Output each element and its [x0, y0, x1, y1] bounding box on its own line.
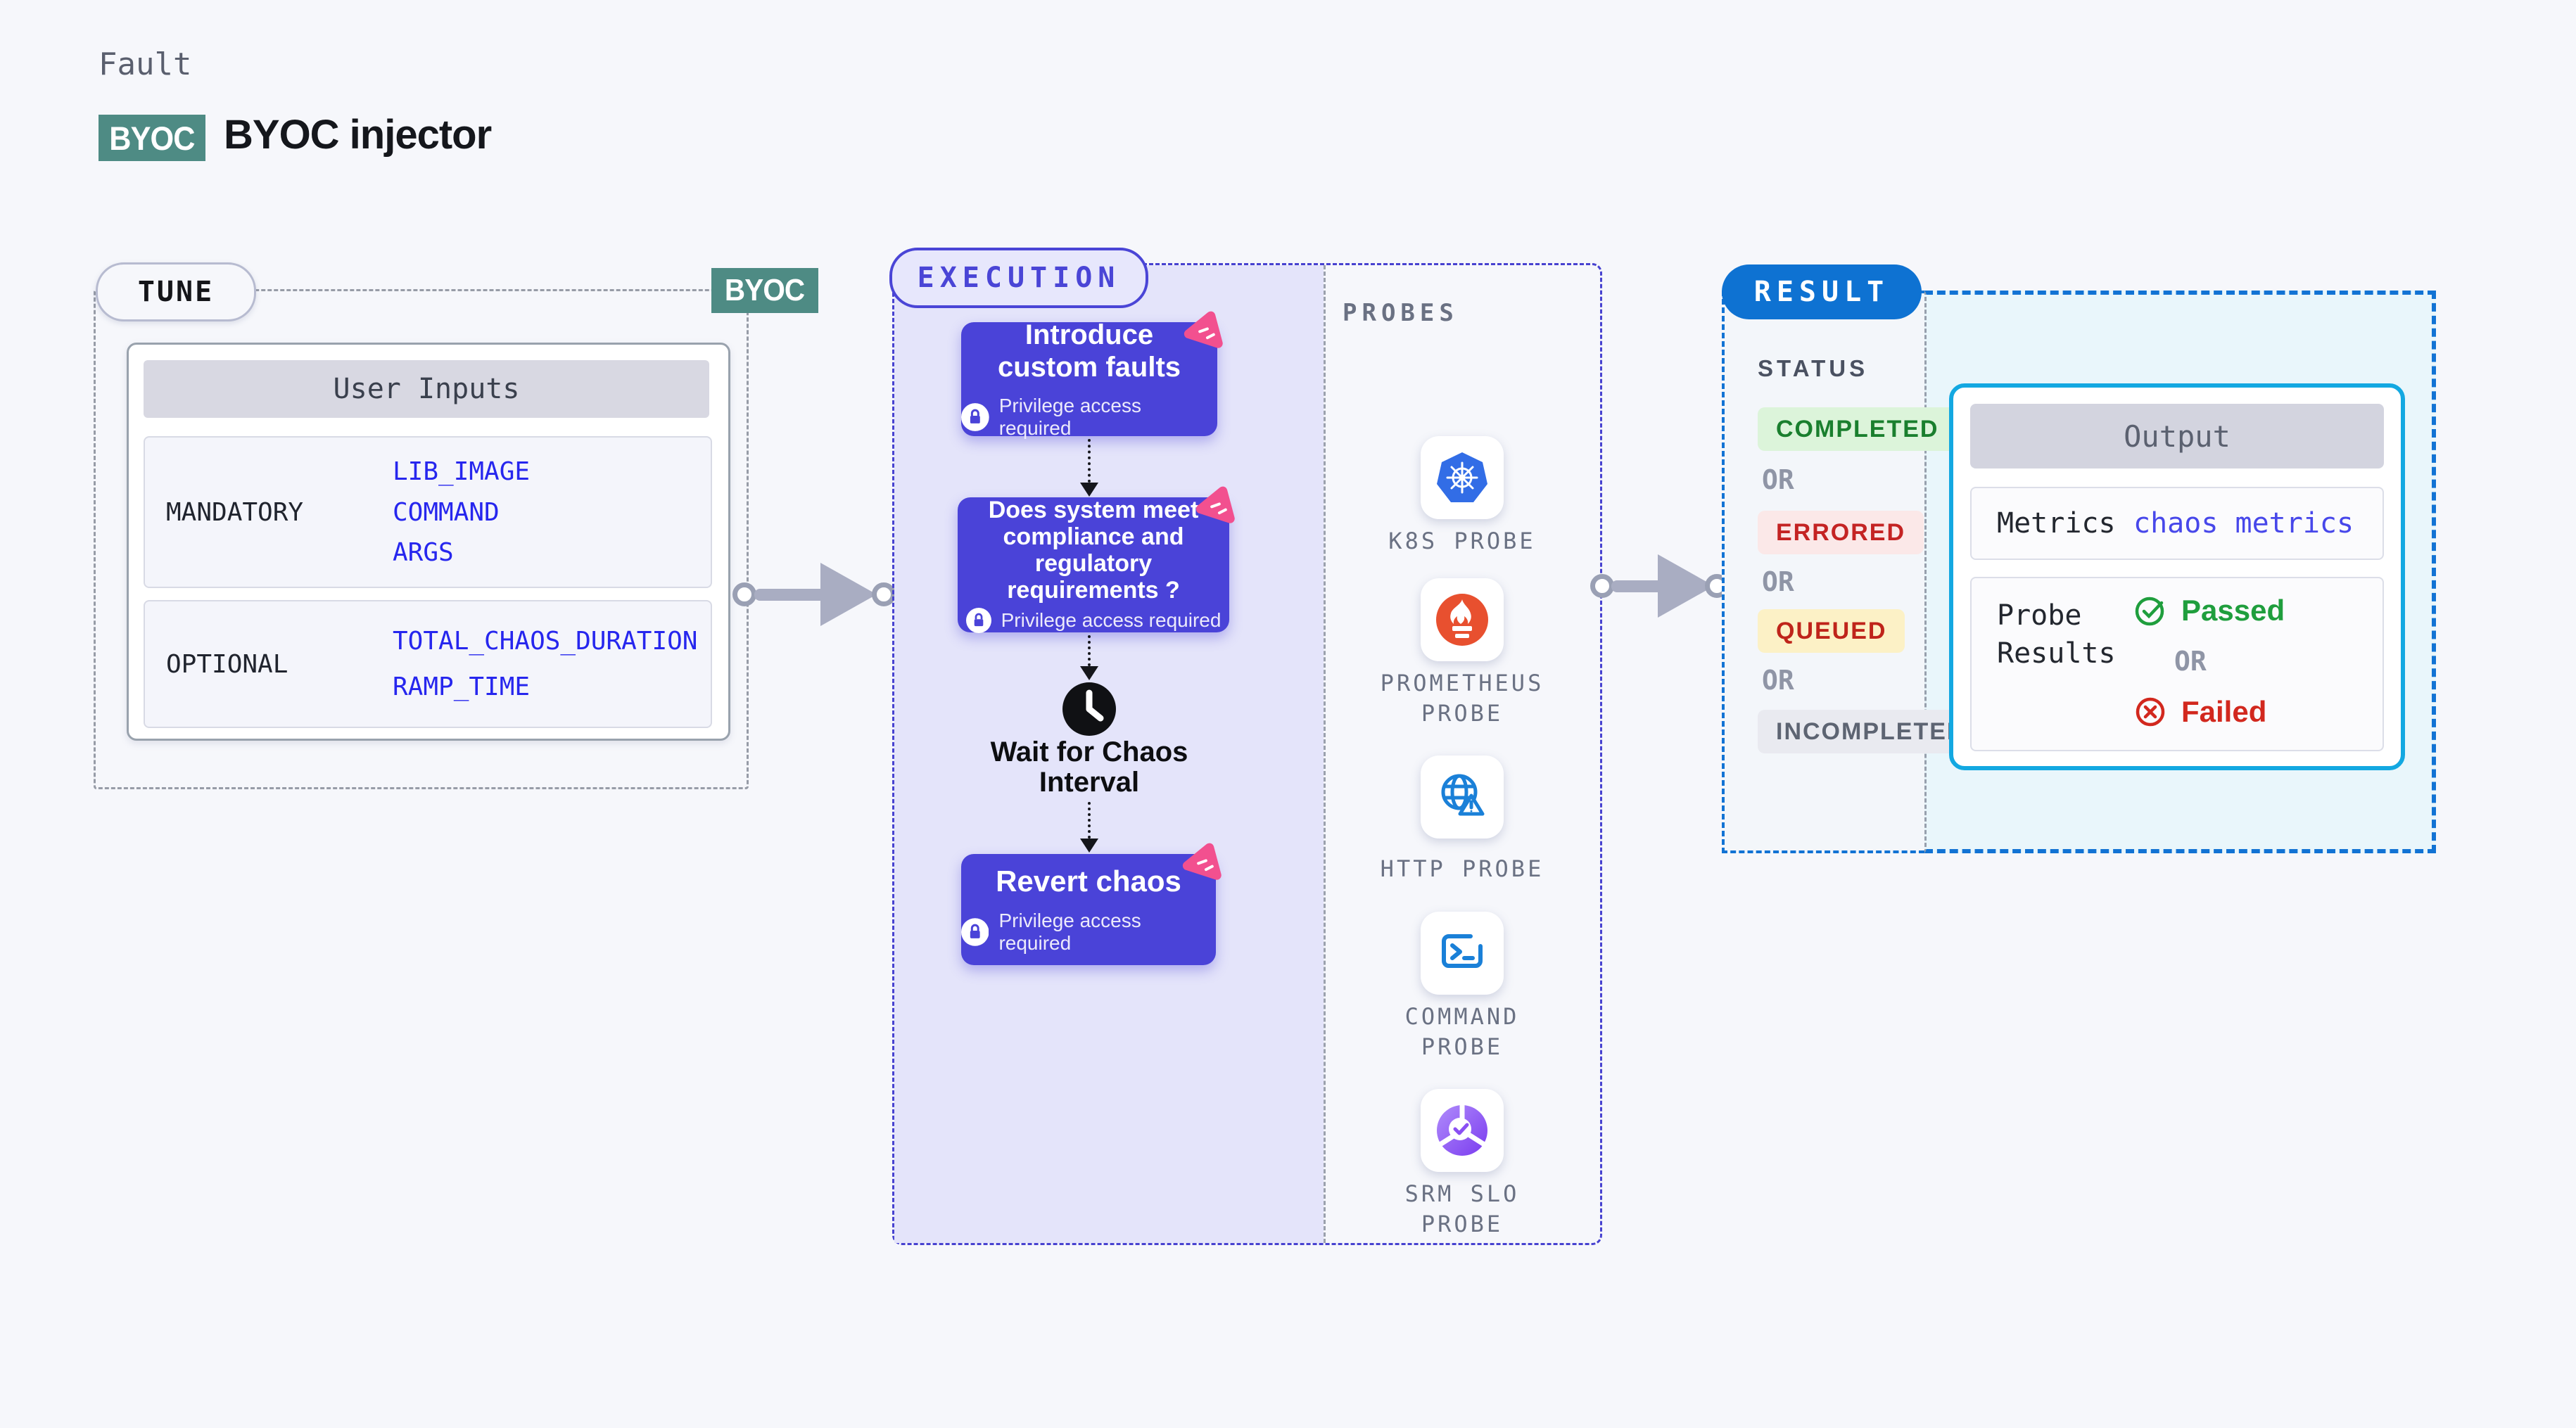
probe-card-prometheus	[1421, 578, 1504, 661]
privilege-note: Privilege access required	[998, 395, 1141, 439]
node-title: Introduce custom faults	[997, 319, 1181, 383]
or-separator: OR	[1762, 665, 1794, 696]
mandatory-values: LIB_IMAGE COMMAND ARGS	[393, 438, 711, 587]
input-args: ARGS	[393, 537, 454, 567]
optional-values: TOTAL_CHAOS_DURATION RAMP_TIME	[393, 601, 711, 727]
tune-section-box	[94, 289, 749, 789]
probe-results-label: Probe Results	[1997, 599, 2116, 670]
status-title: STATUS	[1758, 355, 1869, 381]
dotted-connector	[1088, 635, 1091, 666]
input-total-chaos-duration: TOTAL_CHAOS_DURATION	[393, 627, 698, 656]
lock-icon	[965, 608, 991, 634]
lock-icon	[961, 918, 989, 946]
slo-donut-check-icon	[1437, 1104, 1487, 1156]
dotted-arrow-head	[1080, 483, 1098, 497]
lock-icon	[961, 403, 989, 431]
node-title: Does system meet compliance and regulato…	[988, 496, 1199, 604]
node-revert-chaos: Revert chaos Privilege access required	[961, 843, 1222, 965]
connector-dot	[732, 582, 756, 606]
page-title: BYOC injector	[224, 112, 492, 158]
result-status-zone	[1722, 291, 1924, 853]
optional-label: OPTIONAL	[166, 649, 288, 679]
probe-card-command	[1421, 912, 1504, 995]
clock-icon	[1062, 682, 1116, 736]
status-badge-incompleted: INCOMPLETED	[1758, 710, 1984, 753]
status-badge-completed: COMPLETED	[1758, 407, 1958, 451]
or-separator: OR	[2174, 646, 2207, 677]
input-lib-image: LIB_IMAGE	[393, 457, 531, 487]
metrics-row: Metrics chaos metrics	[1970, 487, 2384, 560]
passed-label: Passed	[2181, 594, 2285, 627]
privilege-note: Privilege access required	[1001, 609, 1222, 632]
dotted-arrow-head	[1080, 666, 1098, 680]
chaos-icon	[1182, 843, 1222, 880]
node-title: Revert chaos	[996, 864, 1181, 898]
flow-arrow-head	[1658, 554, 1714, 618]
probe-card-http	[1421, 756, 1504, 839]
output-header: Output	[1970, 404, 2384, 468]
probe-label-prometheus: PROMETHEUS PROBE	[1380, 670, 1544, 727]
fault-category-label: Fault	[99, 46, 192, 82]
mandatory-row: MANDATORY LIB_IMAGE COMMAND ARGS	[144, 436, 712, 588]
flow-arrow-head	[820, 563, 877, 626]
prometheus-icon	[1436, 594, 1488, 646]
x-circle-icon	[2136, 697, 2165, 727]
metrics-label: Metrics	[1997, 507, 2116, 540]
kubernetes-icon	[1437, 452, 1487, 502]
optional-row: OPTIONAL TOTAL_CHAOS_DURATION RAMP_TIME	[144, 600, 712, 728]
execution-pill: EXECUTION	[889, 248, 1148, 308]
flow-arrow	[754, 589, 830, 601]
chaos-icon	[1184, 311, 1223, 348]
check-circle-icon	[2135, 597, 2164, 626]
flow-arrow	[1611, 580, 1668, 592]
or-separator: OR	[1762, 566, 1794, 597]
byoc-corner-tag: BYOC	[711, 268, 818, 313]
node-compliance-check: Does system meet compliance and regulato…	[958, 486, 1235, 634]
probe-label-command: COMMAND PROBE	[1404, 1003, 1520, 1061]
result-pill: RESULT	[1722, 264, 1922, 319]
probe-results-row: Probe Results Passed OR Failed	[1970, 577, 2384, 751]
input-ramp-time: RAMP_TIME	[393, 672, 531, 701]
wait-step-label: Wait for Chaos Interval	[990, 737, 1188, 798]
or-separator: OR	[1762, 464, 1794, 495]
dotted-connector	[1088, 439, 1091, 483]
mandatory-label: MANDATORY	[166, 497, 304, 527]
metrics-value: chaos metrics	[2133, 507, 2354, 540]
probe-label-srm-slo: SRM SLO PROBE	[1404, 1180, 1520, 1238]
failed-label: Failed	[2181, 695, 2267, 728]
probe-label-k8s: K8S PROBE	[1388, 528, 1536, 554]
probes-title: PROBES	[1343, 299, 1459, 327]
terminal-icon	[1442, 934, 1483, 968]
connector-dot	[1590, 574, 1614, 598]
probe-card-srm-slo	[1421, 1089, 1504, 1172]
globe-warning-icon	[1441, 774, 1485, 816]
chaos-icon	[1195, 486, 1235, 523]
privilege-note: Privilege access required	[998, 910, 1141, 955]
dotted-connector	[1088, 802, 1091, 839]
tune-pill: TUNE	[96, 262, 256, 321]
dotted-arrow-head	[1080, 839, 1098, 853]
probe-card-k8s	[1421, 436, 1504, 519]
input-command: COMMAND	[393, 497, 500, 527]
status-badge-errored: ERRORED	[1758, 511, 1924, 554]
byoc-badge: BYOC	[99, 115, 205, 161]
node-introduce-custom-faults: Introduce custom faults Privilege access…	[961, 311, 1223, 439]
user-inputs-header: User Inputs	[144, 360, 709, 418]
probe-label-http: HTTP PROBE	[1380, 855, 1544, 882]
execution-probes-divider	[1324, 265, 1326, 1243]
status-badge-queued: QUEUED	[1758, 609, 1905, 653]
